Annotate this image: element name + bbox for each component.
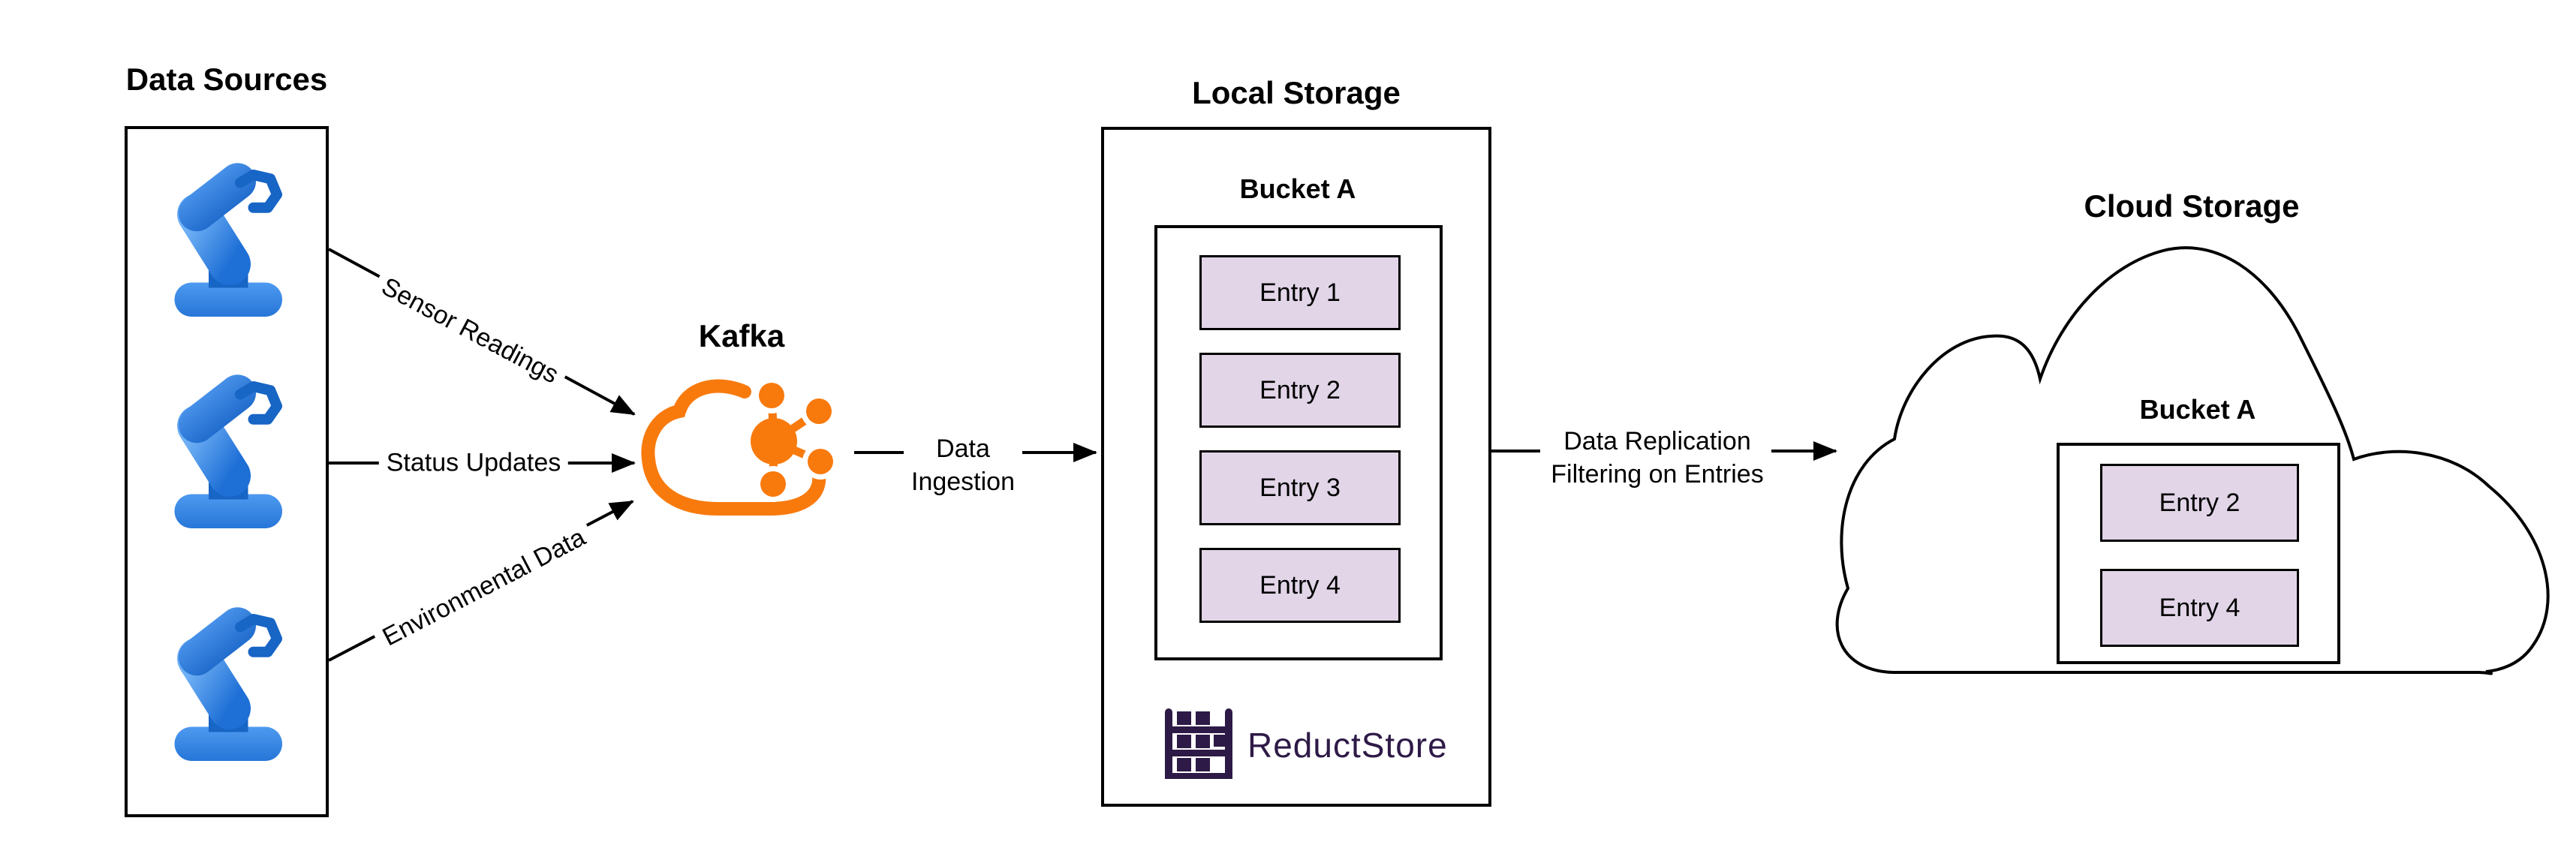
cloud-bucket-label: Bucket A <box>2133 394 2262 425</box>
data-sources-title: Data Sources <box>125 62 328 97</box>
local-storage-title: Local Storage <box>1192 75 1401 110</box>
local-entry-2: Entry 2 <box>1199 353 1401 428</box>
local-entry-1: Entry 1 <box>1199 255 1401 330</box>
data-sources-box <box>125 126 329 817</box>
kafka-icon <box>641 377 838 516</box>
local-storage-box <box>1101 127 1491 807</box>
cloud-storage-title: Cloud Storage <box>2084 188 2300 224</box>
cloud-entry-2-label: Entry 2 <box>2159 488 2240 517</box>
reductstore-logo-text: ReductStore <box>1247 726 1448 765</box>
data-replication-label: Data Replication Filtering on Entries <box>1543 423 1771 492</box>
local-bucket-label: Bucket A <box>1233 173 1362 205</box>
status-updates-label: Status Updates <box>378 447 569 480</box>
local-entry-2-label: Entry 2 <box>1259 375 1341 404</box>
cloud-entry-4-label: Entry 4 <box>2159 593 2240 622</box>
cloud-bucket-box <box>2057 443 2340 664</box>
cloud-entry-4: Entry 4 <box>2100 569 2299 647</box>
local-entry-4-label: Entry 4 <box>1259 570 1341 600</box>
local-entry-3-label: Entry 3 <box>1259 473 1341 502</box>
local-entry-1-label: Entry 1 <box>1259 278 1341 307</box>
cloud-entry-2: Entry 2 <box>2100 464 2299 542</box>
kafka-title: Kafka <box>698 318 785 353</box>
local-entry-3: Entry 3 <box>1199 450 1401 525</box>
local-bucket-box <box>1154 225 1443 660</box>
cloud-shape <box>1835 246 2550 675</box>
reductstore-icon <box>1165 708 1232 779</box>
local-entry-4: Entry 4 <box>1199 548 1401 623</box>
data-ingestion-label: Data Ingestion <box>904 431 1022 500</box>
